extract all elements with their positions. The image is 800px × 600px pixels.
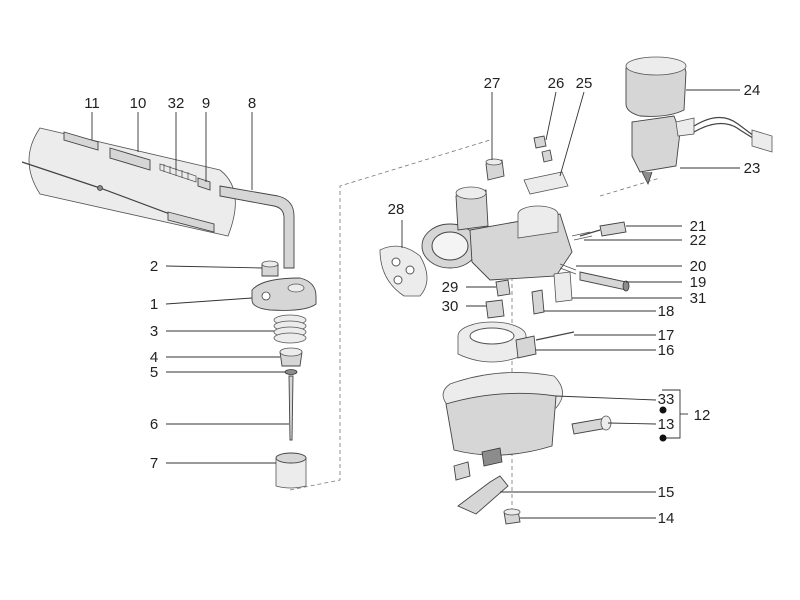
callout-29: 29 [442, 279, 459, 296]
assembly-guide-left [289, 139, 491, 491]
callout-numbers: 11 10 32 9 8 2 1 3 4 5 6 7 27 26 25 24 2… [84, 75, 760, 527]
kit-bracket-12 [659, 389, 688, 442]
part-5-clip [284, 369, 298, 375]
callout-2: 2 [150, 258, 158, 275]
part-22-spring [571, 231, 593, 241]
float-bowl [445, 392, 557, 467]
part-13-screw [571, 415, 612, 435]
callout-20: 20 [690, 258, 707, 275]
callout-3: 3 [150, 323, 158, 340]
callout-25: 25 [576, 75, 593, 92]
part-23-choke [631, 115, 773, 186]
callout-17: 17 [658, 327, 675, 344]
part-11 [63, 131, 99, 151]
callout-30: 30 [442, 298, 459, 315]
leader-lines [91, 89, 740, 519]
part-21-screw [579, 221, 627, 237]
part-3-spring [273, 314, 307, 344]
part-20-spring [559, 263, 577, 275]
assembly-guide-right [599, 177, 661, 197]
part-28-gasket [379, 245, 428, 297]
carburettor-body [421, 186, 573, 281]
callout-27: 27 [484, 75, 501, 92]
part-32-spring [159, 163, 197, 183]
callout-13: 13 [658, 416, 675, 433]
part-2 [261, 260, 279, 277]
part-6-needle [288, 375, 294, 441]
callout-26: 26 [548, 75, 565, 92]
callout-32: 32 [168, 95, 185, 112]
part-16-pin [515, 331, 575, 359]
part-8-bent-tube [219, 185, 295, 269]
callout-7: 7 [150, 455, 158, 472]
part-14-nut [503, 508, 521, 525]
callout-22: 22 [690, 232, 707, 249]
callout-24: 24 [744, 82, 761, 99]
part-19-screw [579, 271, 630, 292]
callout-9: 9 [202, 95, 210, 112]
part-24-cap [625, 56, 687, 117]
callout-8: 8 [248, 95, 256, 112]
callout-33: 33 [658, 391, 675, 408]
callout-15: 15 [658, 484, 675, 501]
part-4 [279, 347, 303, 367]
callout-31: 31 [690, 290, 707, 307]
cable-tube-background [28, 127, 236, 237]
callout-21: 21 [690, 218, 707, 235]
part-1-cap [251, 277, 317, 311]
callout-11: 11 [84, 95, 100, 112]
callout-16: 16 [658, 342, 675, 359]
part-31-jet [553, 271, 573, 303]
cable-wire [21, 161, 215, 233]
part-25-bracket [523, 171, 569, 195]
callout-23: 23 [744, 160, 761, 177]
callout-6: 6 [150, 416, 158, 433]
part-17-float [457, 321, 527, 363]
callout-12: 12 [694, 407, 711, 424]
part-26 [533, 135, 553, 163]
callout-5: 5 [150, 364, 158, 381]
part-30 [485, 299, 505, 319]
part-10 [109, 147, 151, 171]
part-nut [453, 461, 471, 481]
part-29 [495, 279, 511, 297]
part-7-slide [275, 452, 307, 489]
callout-18: 18 [658, 303, 675, 320]
part-18 [531, 289, 545, 315]
part-15-lever [457, 475, 509, 515]
callout-4: 4 [150, 349, 158, 366]
callout-19: 19 [690, 274, 707, 291]
part-27 [485, 158, 505, 181]
callout-1: 1 [150, 296, 158, 313]
callout-14: 14 [658, 510, 675, 527]
callout-28: 28 [388, 201, 405, 218]
callout-10: 10 [130, 95, 147, 112]
